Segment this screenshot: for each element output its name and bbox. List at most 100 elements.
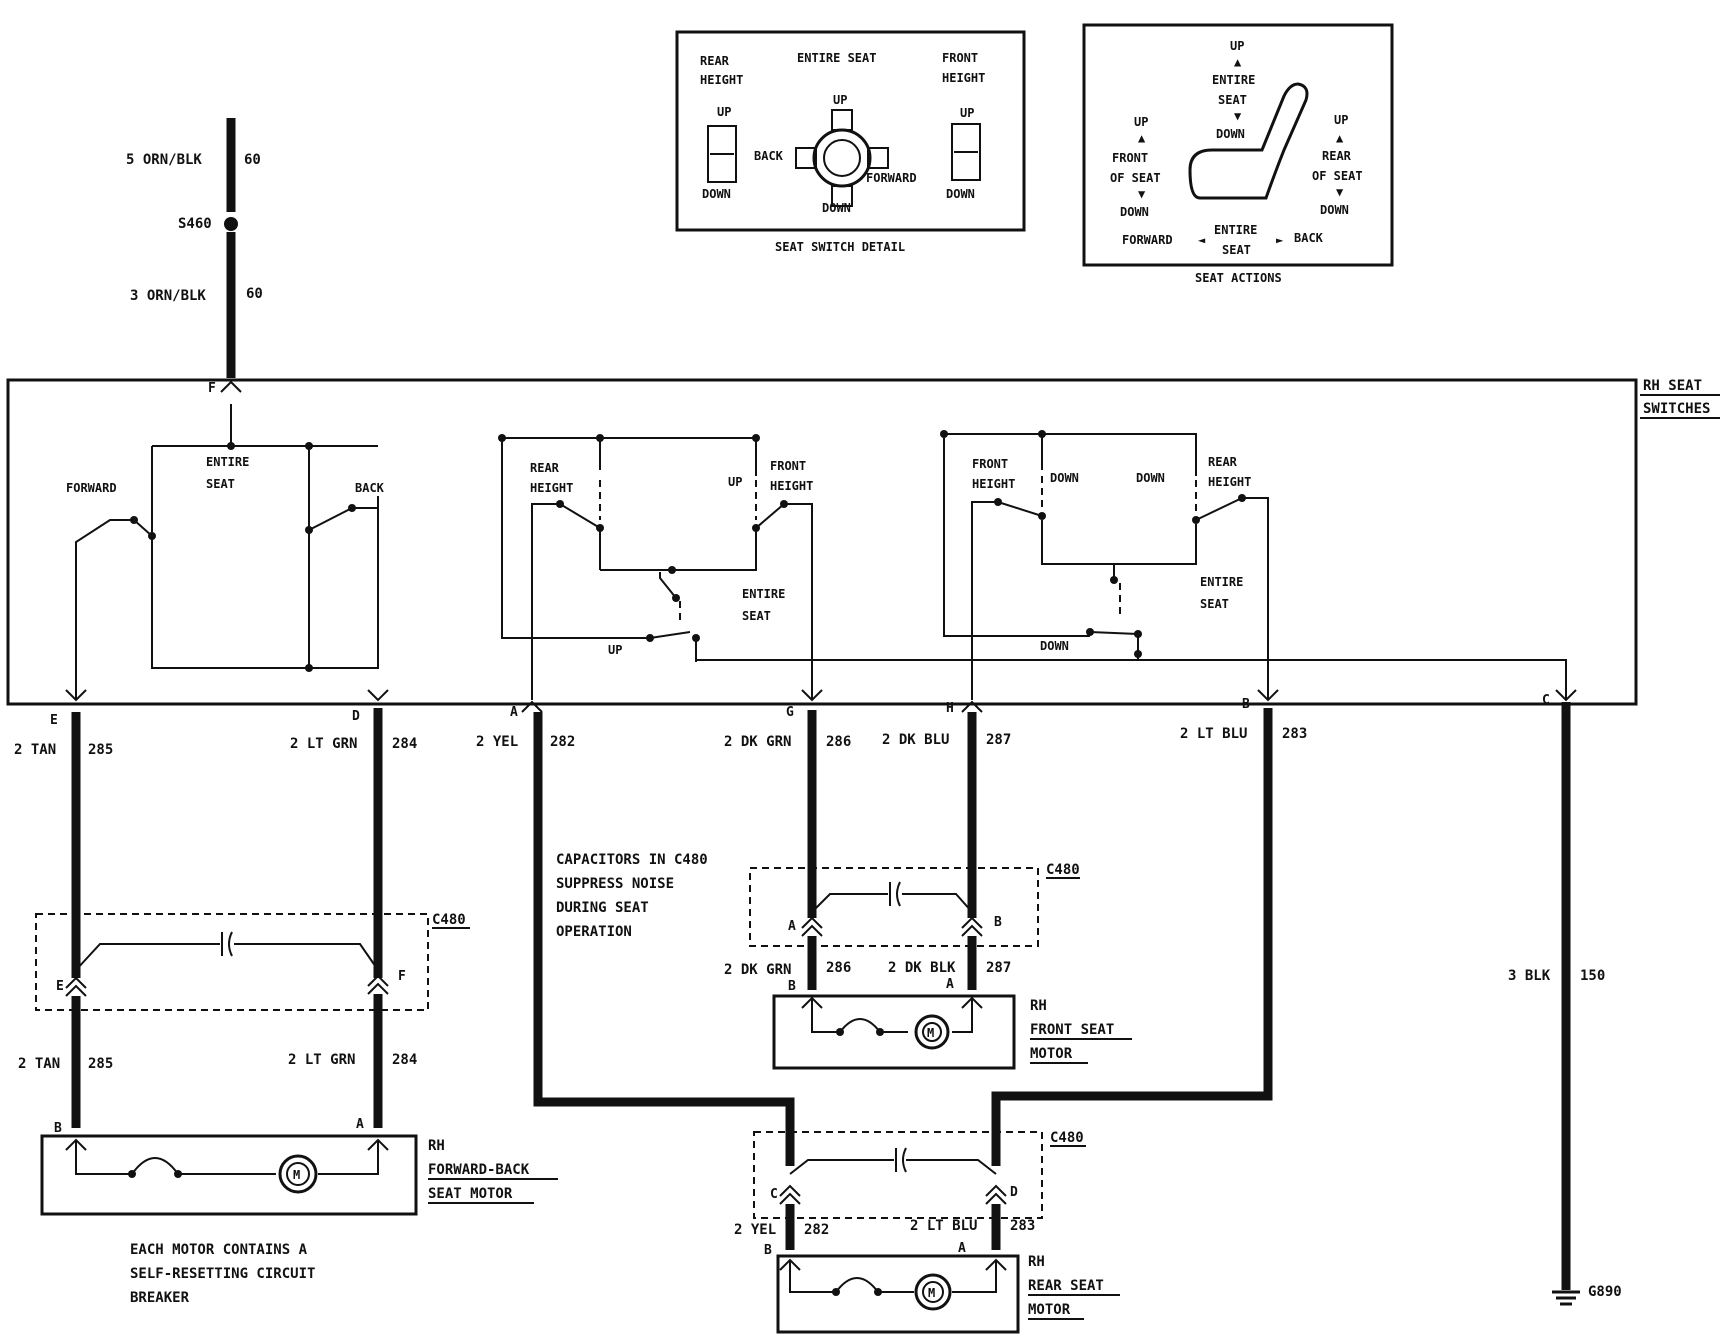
- seat-outline-icon: [1188, 82, 1309, 200]
- switch-rear-height-1a: REAR: [530, 461, 560, 475]
- front-seat-circuit: 2 DK GRN 286 2 DK BLU 287 C480 A B 2 DK …: [724, 710, 1132, 1070]
- c480-fb-pin-f: F: [398, 969, 406, 984]
- wire-a-color: 2 YEL: [476, 734, 518, 750]
- front-capacitor-leads: [811, 893, 973, 913]
- switch-back-label: BACK: [355, 481, 385, 495]
- wire-b-color: 2 LT BLU: [1180, 726, 1247, 742]
- rear-height-rocker-icon: [707, 125, 737, 183]
- c480-rear-pin-d: D: [1010, 1185, 1018, 1200]
- detail-back: BACK: [754, 149, 784, 163]
- detail-down-left: DOWN: [702, 187, 731, 201]
- switch-down-1: DOWN: [1050, 471, 1079, 485]
- detail-up-right: UP: [960, 106, 974, 120]
- fb-lower-left-color: 2 TAN: [18, 1056, 60, 1072]
- wire-d-circuit: 284: [392, 736, 417, 752]
- fb-breaker-icon: [131, 1157, 179, 1175]
- switch-up-1: UP: [728, 475, 742, 489]
- switch-entire-3b: SEAT: [1200, 597, 1229, 611]
- cap-note-line2: SUPPRESS NOISE: [556, 876, 674, 892]
- svg-text:▼: ▼: [1234, 109, 1242, 123]
- cap-note-line3: DURING SEAT: [556, 900, 649, 916]
- c480-rear-connector: [753, 1131, 1043, 1219]
- rear-seat-circuit: 2 YEL 282 2 LT BLU 283 C480 C D 2 YEL 28…: [476, 708, 1307, 1334]
- breaker-note-line3: BREAKER: [130, 1290, 190, 1306]
- ground-label: G890: [1588, 1284, 1622, 1300]
- forward-back-circuit: 2 TAN 285 2 LT GRN 284 C480 E F 2 TAN 28…: [14, 708, 558, 1216]
- wire-g-color: 2 DK GRN: [724, 734, 791, 750]
- fb-lower-right-color: 2 LT GRN: [288, 1052, 355, 1068]
- seat-actions-caption: SEAT ACTIONS: [1195, 271, 1282, 285]
- switch-detail-frame: [675, 30, 1026, 232]
- rear-motor-line3: MOTOR: [1028, 1302, 1071, 1318]
- pin-d-label: D: [352, 709, 360, 724]
- front-motor-pin-a: A: [946, 977, 954, 992]
- actions-left-up: UP: [1134, 115, 1148, 129]
- svg-text:M: M: [928, 1286, 935, 1300]
- svg-text:▲: ▲: [1336, 131, 1344, 145]
- switch-block-title-2: SWITCHES: [1643, 401, 1710, 417]
- pin-a-label: A: [510, 705, 518, 720]
- switch-entire-2b: SEAT: [742, 609, 771, 623]
- fb-motor-pin-b: B: [54, 1121, 62, 1136]
- actions-left-down: DOWN: [1120, 205, 1149, 219]
- switch-rear-height-2a: REAR: [1208, 455, 1238, 469]
- actions-top-up: UP: [1230, 39, 1244, 53]
- fb-lower-right-circuit: 284: [392, 1052, 417, 1068]
- ground-circuit: 3 BLK 150 G890: [1508, 702, 1622, 1306]
- c480-rear-label: C480: [1050, 1130, 1084, 1146]
- wire-a-circuit: 282: [550, 734, 575, 750]
- front-lower-left-circuit: 286: [826, 960, 851, 976]
- fb-motor-icon: M: [278, 1154, 318, 1194]
- splice-label: S460: [178, 216, 212, 232]
- front-motor-pin-b: B: [788, 979, 796, 994]
- detail-down-right: DOWN: [946, 187, 975, 201]
- switch-front-height-1b: HEIGHT: [770, 479, 813, 493]
- actions-right-of-seat: OF SEAT: [1312, 169, 1363, 183]
- fb-motor-line2: FORWARD-BACK: [428, 1162, 530, 1178]
- fb-capacitor-icon: [221, 931, 233, 957]
- switch-up-bottom: UP: [608, 643, 622, 657]
- rear-motor-pin-a: A: [958, 1241, 966, 1256]
- detail-rear-label: REAR: [700, 54, 730, 68]
- detail-up-center: UP: [833, 93, 847, 107]
- switch-detail-caption: SEAT SWITCH DETAIL: [775, 240, 905, 254]
- cap-note-line4: OPERATION: [556, 924, 632, 940]
- svg-text:M: M: [293, 1168, 300, 1182]
- actions-top-entire: ENTIRE: [1212, 73, 1255, 87]
- rear-motor-line1: RH: [1028, 1254, 1045, 1270]
- output-terminals: E D A G H B C: [50, 689, 1577, 728]
- switch-entire-2a: ENTIRE: [742, 587, 785, 601]
- actions-right-rear: REAR: [1322, 149, 1352, 163]
- detail-entire-seat-label: ENTIRE SEAT: [797, 51, 876, 65]
- detail-height-label: HEIGHT: [700, 73, 743, 87]
- wire-b-circuit: 283: [1282, 726, 1307, 742]
- detail-front-label: FRONT: [942, 51, 978, 65]
- wire-g-circuit: 286: [826, 734, 851, 750]
- switch-entire-3a: ENTIRE: [1200, 575, 1243, 589]
- actions-top-down: DOWN: [1216, 127, 1245, 141]
- fb-capacitor-leads: [75, 943, 379, 971]
- svg-text:▲: ▲: [1234, 55, 1242, 69]
- actions-right-down: DOWN: [1320, 203, 1349, 217]
- front-motor-icon: M: [914, 1014, 950, 1050]
- svg-text:▼: ▼: [1336, 185, 1344, 199]
- wire-282: [533, 712, 795, 1166]
- capacitor-note: CAPACITORS IN C480 SUPPRESS NOISE DURING…: [556, 852, 708, 940]
- pin-f-terminal: [220, 380, 242, 393]
- c480-front-label: C480: [1046, 862, 1080, 878]
- actions-left-of-seat: OF SEAT: [1110, 171, 1161, 185]
- actions-bottom-entire: ENTIRE: [1214, 223, 1257, 237]
- power-feed: 5 ORN/BLK 60 S460 3 ORN/BLK 60 F: [126, 118, 263, 396]
- front-lower-right-color: 2 DK BLK: [888, 960, 956, 976]
- c480-rear-pin-c: C: [770, 1187, 778, 1202]
- four-way-switch-icon: [795, 109, 889, 207]
- front-motor-line1: RH: [1030, 998, 1047, 1014]
- svg-text:◄: ◄: [1198, 233, 1206, 247]
- switch-rear-height-1b: HEIGHT: [530, 481, 573, 495]
- pin-c-label: C: [1542, 693, 1550, 708]
- switch-block-frame: [6, 378, 1638, 706]
- c480-front-connector: [749, 867, 1039, 947]
- actions-bottom-seat: SEAT: [1222, 243, 1251, 257]
- breaker-note: EACH MOTOR CONTAINS A SELF-RESETTING CIR…: [130, 1242, 315, 1306]
